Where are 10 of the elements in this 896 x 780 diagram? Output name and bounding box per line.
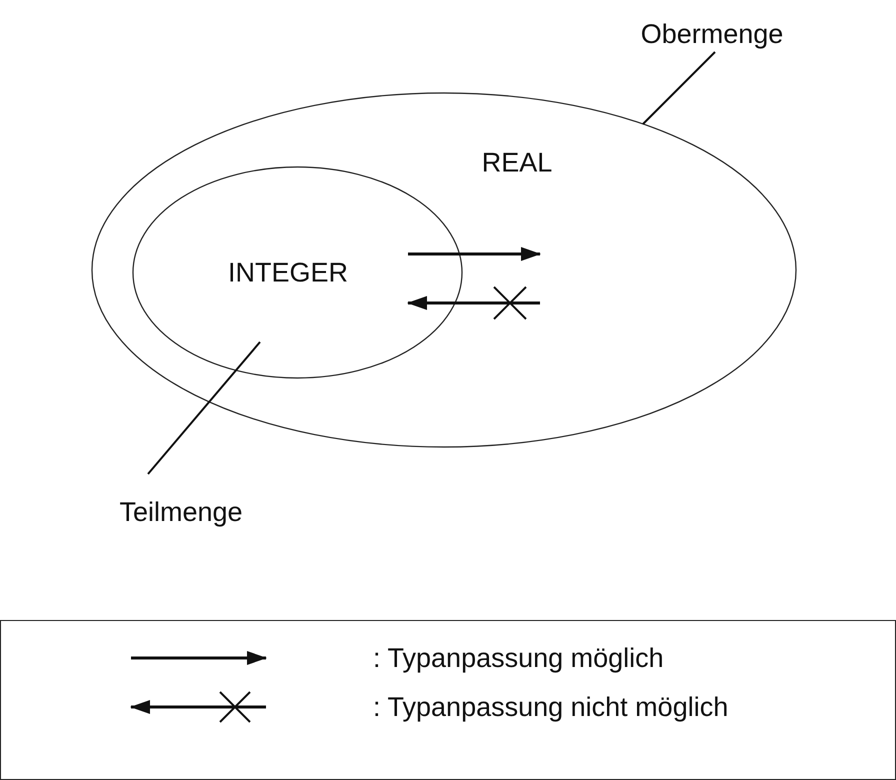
callout-label: Obermenge (612, 16, 812, 52)
callout-label: Teilmenge (104, 494, 258, 530)
leader-line (642, 51, 716, 125)
arrow (408, 247, 541, 261)
set-label: REAL (482, 148, 552, 178)
set-label: INTEGER (228, 258, 348, 288)
leader-line (147, 341, 261, 475)
legend-label: : Typanpassung nicht möglich (373, 692, 728, 722)
arrow (407, 296, 540, 310)
legend-label: : Typanpassung möglich (373, 643, 664, 673)
